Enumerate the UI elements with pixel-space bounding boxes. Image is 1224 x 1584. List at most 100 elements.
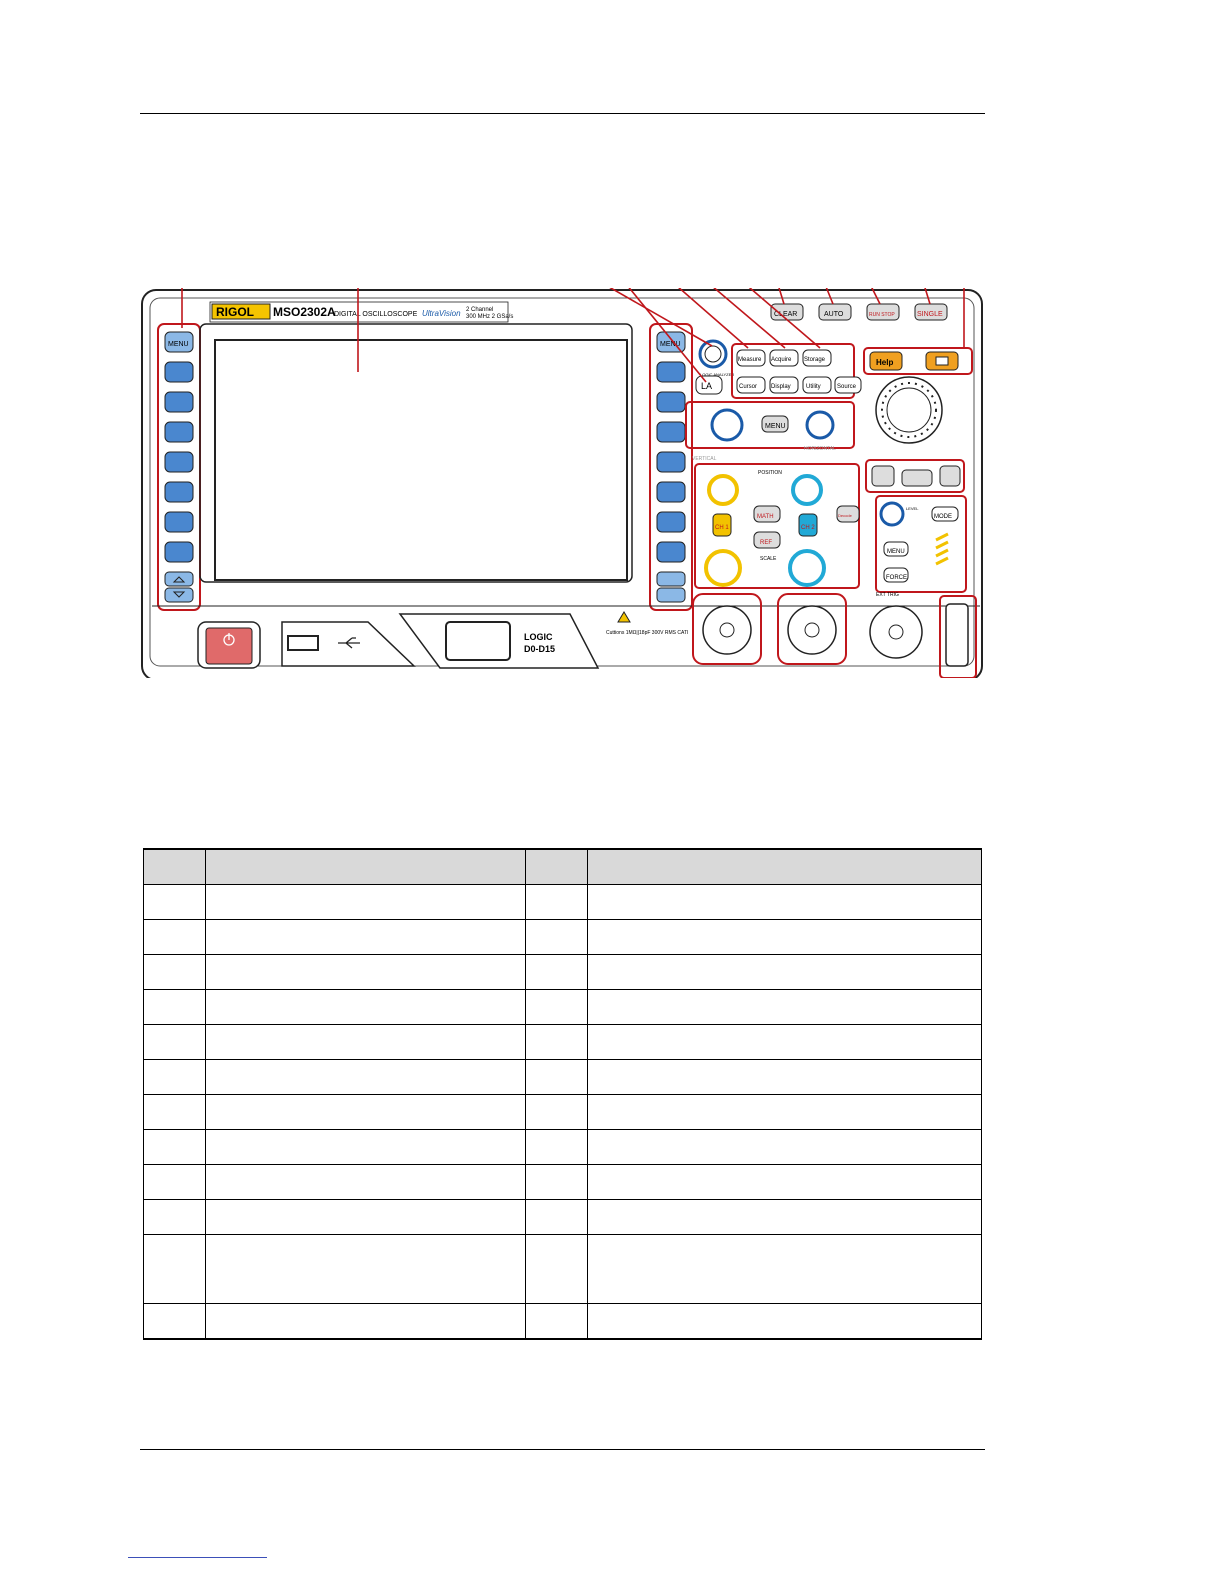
cell <box>143 1129 206 1165</box>
cell <box>143 1199 206 1235</box>
footer-rule <box>140 1449 985 1450</box>
model-description: DIGITAL OSCILLOSCOPE <box>334 311 418 318</box>
right-menu-button[interactable]: MENU <box>660 341 681 348</box>
clear-button[interactable]: CLEAR <box>774 311 797 318</box>
model-name: MSO2302A <box>273 305 336 319</box>
math-button[interactable]: MATH <box>757 514 774 520</box>
cell <box>143 954 206 990</box>
table-row <box>143 1234 982 1304</box>
run-stop-button[interactable]: RUN STOP <box>869 312 895 318</box>
horizontal-menu-button[interactable]: MENU <box>765 423 786 430</box>
ch1-scale-knob <box>704 549 742 587</box>
help-print-group <box>863 347 973 375</box>
cell <box>143 1164 206 1200</box>
function-buttons[interactable]: Measure Acquire Storage Cursor Display U… <box>736 349 832 394</box>
cell <box>525 1234 588 1304</box>
cell <box>525 1129 588 1165</box>
ref-button[interactable]: REF <box>760 540 772 546</box>
trigger-control-group <box>875 495 967 593</box>
acquire-button[interactable]: Acquire <box>771 357 792 363</box>
cursor-button[interactable]: Cursor <box>739 384 757 390</box>
help-button[interactable]: Help <box>876 358 893 367</box>
cell <box>525 1094 588 1130</box>
cell <box>587 1129 982 1165</box>
cell <box>205 1303 526 1340</box>
usb-host-port[interactable] <box>287 635 319 651</box>
cell <box>205 1059 526 1095</box>
power-icon <box>223 633 235 646</box>
series-logo: UltraVision <box>422 309 461 318</box>
trigger-mode-button[interactable]: MODE <box>934 514 952 520</box>
cell <box>143 1303 206 1340</box>
header-rule <box>140 113 985 114</box>
header-cell <box>587 848 982 885</box>
cell <box>525 1059 588 1095</box>
ch1-button[interactable]: CH 1 <box>715 525 729 531</box>
brand-logo: RIGOL <box>216 305 254 319</box>
usb-device-port[interactable] <box>945 603 969 667</box>
cell <box>205 1094 526 1130</box>
right-softkeys[interactable]: MENU <box>656 331 686 603</box>
cell <box>525 1303 588 1340</box>
cell <box>525 884 588 920</box>
usb-icon <box>338 637 360 649</box>
table-row <box>143 954 982 990</box>
cell <box>205 1234 526 1304</box>
measure-button[interactable]: Measure <box>738 357 762 363</box>
single-button[interactable]: SINGLE <box>917 311 943 318</box>
la-button[interactable]: LA <box>701 381 712 391</box>
multipurpose-knob <box>886 387 932 433</box>
logic-port[interactable] <box>445 621 511 661</box>
left-menu-button[interactable]: MENU <box>168 341 189 348</box>
cell <box>143 1024 206 1060</box>
ch2-button[interactable]: CH 2 <box>801 525 815 531</box>
cell <box>587 1024 982 1060</box>
lcd-screen-bezel <box>199 323 633 583</box>
header-cell <box>525 848 588 885</box>
cell <box>587 1164 982 1200</box>
cell <box>205 989 526 1025</box>
logic-label: LOGIC <box>524 632 553 642</box>
source-button[interactable]: Source <box>837 384 857 390</box>
level-label: LEVEL <box>906 506 919 511</box>
usb-device-frame <box>939 595 977 678</box>
force-button[interactable]: FORCE <box>886 575 907 581</box>
header-cell <box>143 848 206 885</box>
spec-line-1: 2 Channel <box>466 307 493 313</box>
cell <box>587 1199 982 1235</box>
table-row <box>143 884 982 920</box>
table-row <box>143 989 982 1025</box>
decode-button[interactable]: Decode <box>838 513 853 518</box>
spec-line-2: 300 MHz 2 GSa/s <box>466 314 513 320</box>
power-button[interactable] <box>205 627 253 665</box>
function-menu-group <box>731 343 855 399</box>
cell <box>143 919 206 955</box>
cell <box>205 1129 526 1165</box>
cell <box>143 1059 206 1095</box>
auto-button[interactable]: AUTO <box>824 311 844 318</box>
table-row <box>143 919 982 955</box>
cell <box>143 1094 206 1130</box>
right-softkey-group <box>649 323 693 611</box>
storage-button[interactable]: Storage <box>804 357 826 363</box>
cell <box>587 954 982 990</box>
ch2-scale-knob <box>788 549 826 587</box>
horizontal-label: HORIZONTAL <box>804 446 836 452</box>
table-row <box>143 1199 982 1235</box>
display-button[interactable]: Display <box>771 384 791 390</box>
control-keys[interactable]: CLEAR AUTO RUN STOP SINGLE <box>770 303 948 321</box>
cell <box>205 954 526 990</box>
cell <box>587 1303 982 1340</box>
cell <box>143 989 206 1025</box>
trigger-menu-button[interactable]: MENU <box>887 549 905 555</box>
vertical-label: VERTICAL <box>692 456 717 462</box>
table-row <box>143 1059 982 1095</box>
printer-icon[interactable] <box>935 356 949 366</box>
cell <box>205 1024 526 1060</box>
utility-button[interactable]: Utility <box>806 384 821 390</box>
cell <box>587 989 982 1025</box>
left-softkeys[interactable]: MENU <box>164 331 194 603</box>
cell <box>587 1094 982 1130</box>
table-header-row <box>143 848 982 885</box>
table-row <box>143 1129 982 1165</box>
